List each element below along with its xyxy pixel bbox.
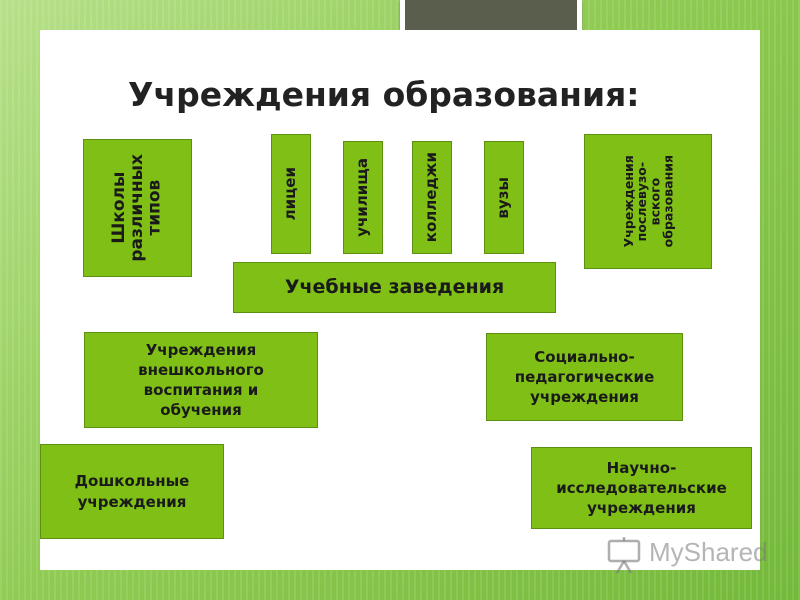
node-vocational-schools: училища [343, 141, 383, 254]
node-extracurricular-label: Учреждения внешкольного воспитания и обу… [138, 340, 264, 420]
node-colleges-label: колледжи [422, 152, 441, 243]
watermark-text: MyShared [649, 537, 768, 567]
node-universities-label: вузы [494, 176, 513, 219]
node-educational-institutions: Учебные заведения [233, 262, 556, 313]
node-lyceums-label: лицеи [281, 167, 300, 221]
node-preschool: Дошкольные учреждения [40, 444, 224, 539]
node-social-pedagogical: Социально- педагогические учреждения [486, 333, 683, 421]
node-research: Научно- исследовательские учреждения [531, 447, 752, 529]
node-postgraduate: Учреждения послевузо- вского образования [584, 134, 712, 269]
node-schools: Школы различных типов [83, 139, 192, 277]
node-preschool-label: Дошкольные учреждения [74, 472, 190, 511]
watermark: MyShared [605, 535, 768, 575]
node-extracurricular: Учреждения внешкольного воспитания и обу… [84, 332, 318, 428]
node-universities: вузы [484, 141, 524, 254]
node-schools-label: Школы различных типов [108, 154, 165, 262]
node-social-pedagogical-label: Социально- педагогические учреждения [514, 347, 655, 407]
presentation-board-icon [607, 537, 641, 574]
node-research-label: Научно- исследовательские учреждения [556, 458, 727, 518]
node-colleges: колледжи [412, 141, 452, 254]
node-vocational-schools-label: училища [353, 158, 372, 237]
page-title: Учреждения образования: [128, 75, 640, 114]
node-lyceums: лицеи [271, 134, 311, 254]
node-postgraduate-label: Учреждения послевузо- вского образования [620, 155, 676, 248]
node-educational-institutions-label: Учебные заведения [284, 275, 505, 298]
